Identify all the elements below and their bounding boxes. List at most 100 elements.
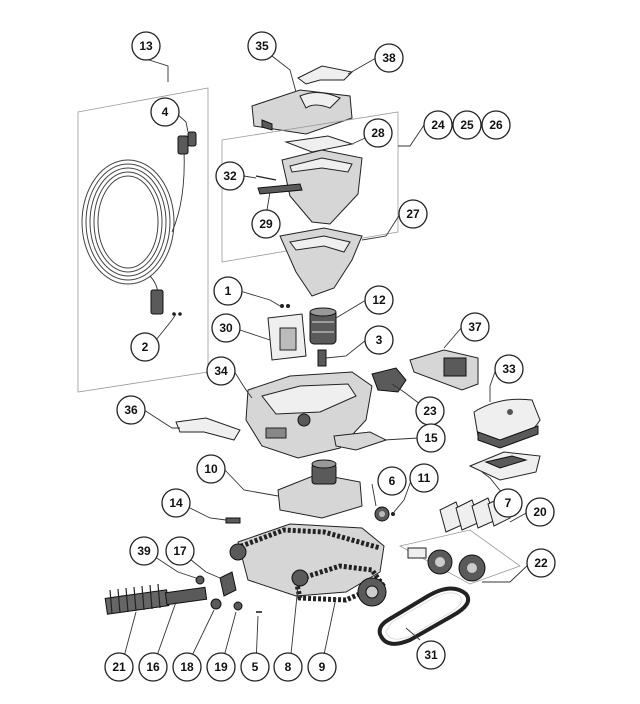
callout-label: 28 [371, 126, 385, 140]
callout-label: 22 [534, 556, 548, 570]
callout-33: 33 [494, 354, 524, 384]
shaft [317, 349, 327, 367]
callout-17: 17 [165, 536, 195, 566]
cable-assembly [77, 87, 209, 393]
pin [225, 517, 241, 524]
callout-12: 12 [364, 285, 394, 315]
callout-label: 14 [169, 496, 183, 510]
callout-4: 4 [150, 97, 180, 127]
gear-set [374, 506, 395, 522]
callout-19: 19 [206, 652, 236, 682]
callout-2: 2 [130, 332, 160, 362]
callout-10: 10 [196, 454, 226, 484]
small-hardware [195, 571, 262, 613]
side-handle [409, 349, 479, 391]
callout-label: 21 [112, 660, 126, 674]
filter-panel-group [221, 111, 399, 263]
callout-31: 31 [416, 640, 446, 670]
callout-14: 14 [161, 488, 191, 518]
callout-label: 37 [468, 320, 482, 334]
brush-axle [164, 586, 208, 606]
callout-label: 24 [431, 118, 445, 132]
power-supply [473, 398, 541, 449]
callout-7: 7 [493, 488, 523, 518]
callout-label: 13 [139, 39, 153, 53]
side-panel [267, 313, 307, 361]
nozzle [175, 417, 241, 441]
callout-label: 23 [423, 404, 437, 418]
callout-label: 11 [418, 471, 431, 485]
callout-23: 23 [415, 396, 445, 426]
callout-37: 37 [460, 312, 490, 342]
callout-16: 16 [138, 652, 168, 682]
drive-belt [377, 586, 471, 646]
callout-label: 7 [505, 496, 512, 510]
bracket [333, 431, 388, 451]
callout-6: 6 [377, 466, 407, 496]
callout-label: 31 [424, 648, 438, 662]
callout-label: 8 [285, 660, 292, 674]
callout-36: 36 [116, 395, 146, 425]
callout-label: 35 [255, 39, 269, 53]
callout-22: 22 [526, 548, 556, 578]
callout-label: 38 [382, 51, 396, 65]
callout-label: 32 [223, 169, 237, 183]
callout-20: 20 [525, 497, 555, 527]
filter-screen [255, 175, 303, 195]
callout-label: 15 [424, 431, 438, 445]
callout-27: 27 [398, 199, 428, 229]
chassis-with-tracks [229, 523, 386, 603]
callout-25: 25 [452, 110, 482, 140]
callout-label: 20 [533, 505, 547, 519]
callout-label: 2 [142, 340, 149, 354]
callout-label: 5 [252, 660, 259, 674]
callout-13: 13 [131, 31, 161, 61]
callout-32: 32 [215, 161, 245, 191]
callout-3: 3 [364, 325, 394, 355]
power-supply-stand [468, 451, 541, 481]
callout-29: 29 [251, 209, 281, 239]
brush-pads [439, 495, 511, 533]
drive-wheels [398, 529, 521, 585]
callout-35: 35 [247, 31, 277, 61]
callout-26: 26 [481, 110, 511, 140]
callout-label: 30 [219, 321, 233, 335]
callout-label: 19 [214, 660, 228, 674]
callout-8: 8 [273, 652, 303, 682]
callout-1: 1 [213, 276, 243, 306]
callout-label: 1 [225, 284, 232, 298]
callout-21: 21 [104, 652, 134, 682]
callout-34: 34 [206, 356, 236, 386]
callout-label: 34 [214, 364, 228, 378]
filter-basket [281, 149, 363, 225]
callout-label: 36 [124, 403, 138, 417]
callout-label: 12 [372, 293, 386, 307]
callout-label: 33 [502, 362, 516, 376]
callout-39: 39 [129, 536, 159, 566]
filter-frame [284, 135, 354, 153]
callout-label: 16 [146, 660, 160, 674]
screws [280, 304, 290, 308]
callout-38: 38 [374, 43, 404, 73]
callout-24: 24 [423, 110, 453, 140]
parts-illustration [77, 65, 541, 646]
handle [297, 65, 354, 85]
callout-label: 17 [173, 544, 187, 558]
impeller [309, 307, 337, 345]
motor-unit [277, 459, 363, 519]
callout-15: 15 [416, 423, 446, 453]
callout-28: 28 [363, 118, 393, 148]
wheel [357, 577, 387, 607]
callout-label: 26 [489, 118, 503, 132]
callout-label: 4 [162, 105, 169, 119]
brush-roller [104, 583, 170, 615]
callout-label: 6 [389, 474, 396, 488]
callout-label: 9 [319, 660, 326, 674]
callout-labels: 13 35 38 4 24 25 26 28 32 29 27 1 12 2 3… [104, 31, 556, 682]
callout-label: 39 [137, 544, 151, 558]
callout-11: 11 [409, 463, 439, 493]
callout-18: 18 [172, 652, 202, 682]
callout-label: 25 [460, 118, 474, 132]
clip [371, 367, 407, 393]
